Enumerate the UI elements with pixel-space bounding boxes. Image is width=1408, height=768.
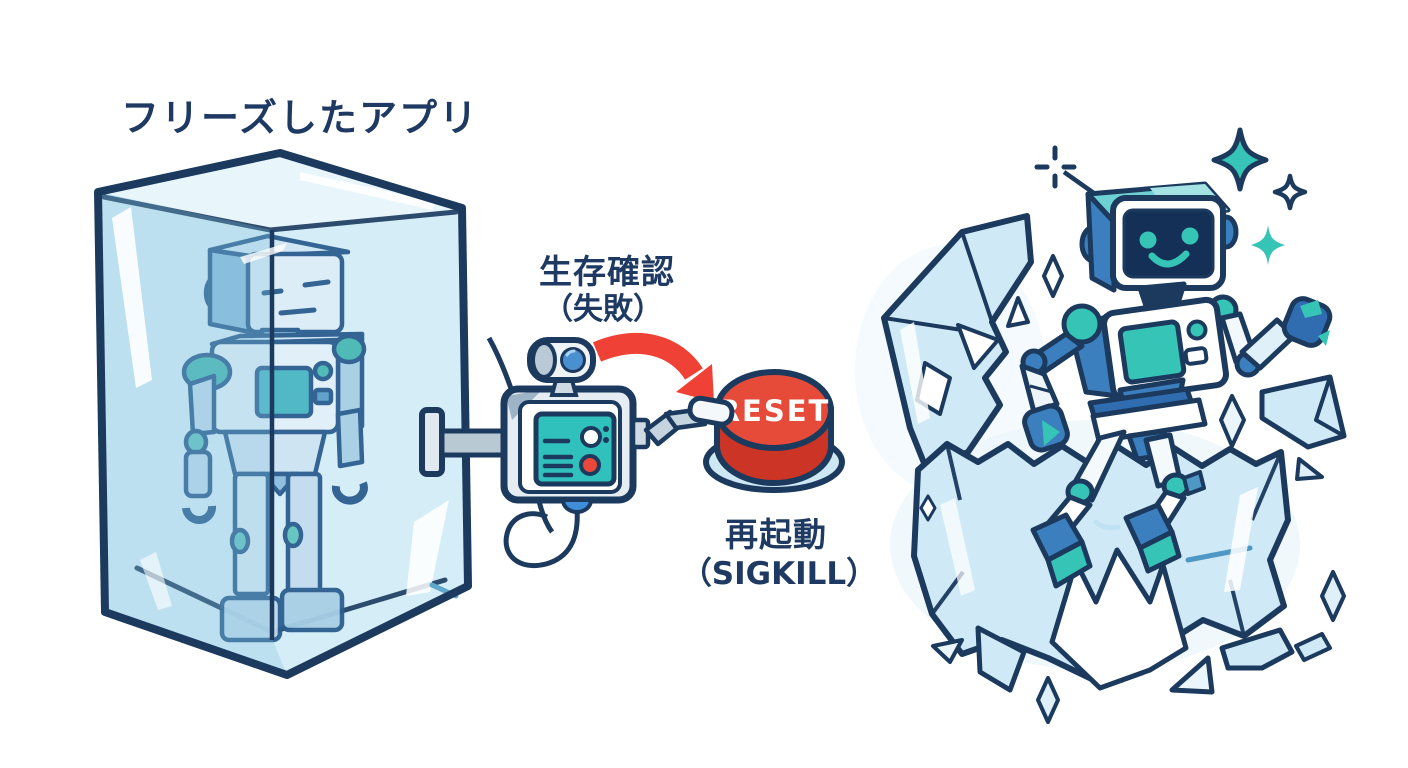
liveness-check-label: 生存確認 （失敗） xyxy=(539,252,675,327)
frozen-robot-torso xyxy=(181,331,367,435)
liveness-check-line2: （失敗） xyxy=(543,292,663,327)
ice-highlights xyxy=(112,172,449,610)
frozen-robot-arms xyxy=(182,373,368,524)
restart-line1: 再起動 xyxy=(725,515,827,554)
free-robot-head xyxy=(1085,181,1231,293)
liveness-check-line1: 生存確認 xyxy=(539,252,675,291)
reset-button-label: RESET xyxy=(718,394,831,428)
restart-line2: （SIGKILL） xyxy=(681,556,877,592)
frozen-robot-legs xyxy=(219,429,345,643)
free-robot-chest-screen xyxy=(1117,319,1187,385)
watchdog-screen xyxy=(533,411,617,487)
ice-shards-small xyxy=(919,254,1347,724)
free-robot-scene xyxy=(855,127,1347,724)
free-robot-arm-right xyxy=(1219,296,1333,378)
free-robot xyxy=(1019,170,1333,589)
free-robot-arm-left xyxy=(1019,331,1085,453)
ice-crack-gap xyxy=(1049,547,1189,691)
status-light-fail xyxy=(579,454,601,476)
restart-label: 再起動 （SIGKILL） xyxy=(681,515,877,592)
frozen-app-label: フリーズしたアプリ xyxy=(121,96,479,140)
sparkles xyxy=(1034,127,1308,265)
ice-shard-large xyxy=(881,213,1034,471)
star-sparkle-icon xyxy=(1211,127,1269,192)
frozen-app-ice-block xyxy=(94,149,472,679)
watchdog-hand xyxy=(687,395,735,427)
plus-sparkle-icon xyxy=(1034,145,1077,189)
star-sparkle-icon xyxy=(1272,173,1308,211)
free-robot-face-screen xyxy=(1122,208,1215,279)
watchdog-device xyxy=(419,336,708,568)
free-robot-shoulder-left xyxy=(1061,303,1103,345)
reset-button[interactable]: RESET xyxy=(687,369,845,493)
star-sparkle-icon xyxy=(1251,225,1285,265)
free-robot-legs xyxy=(1030,429,1206,589)
free-robot-eye-left xyxy=(1139,231,1157,249)
watchdog-camera-icon xyxy=(527,337,596,397)
free-robot-torso xyxy=(1061,294,1239,462)
free-robot-smile xyxy=(1148,250,1190,268)
status-light-ok xyxy=(580,426,602,448)
red-arrow-icon xyxy=(592,333,714,402)
frozen-robot-shoulder-right xyxy=(331,333,367,365)
free-robot-eye-right xyxy=(1181,227,1199,245)
